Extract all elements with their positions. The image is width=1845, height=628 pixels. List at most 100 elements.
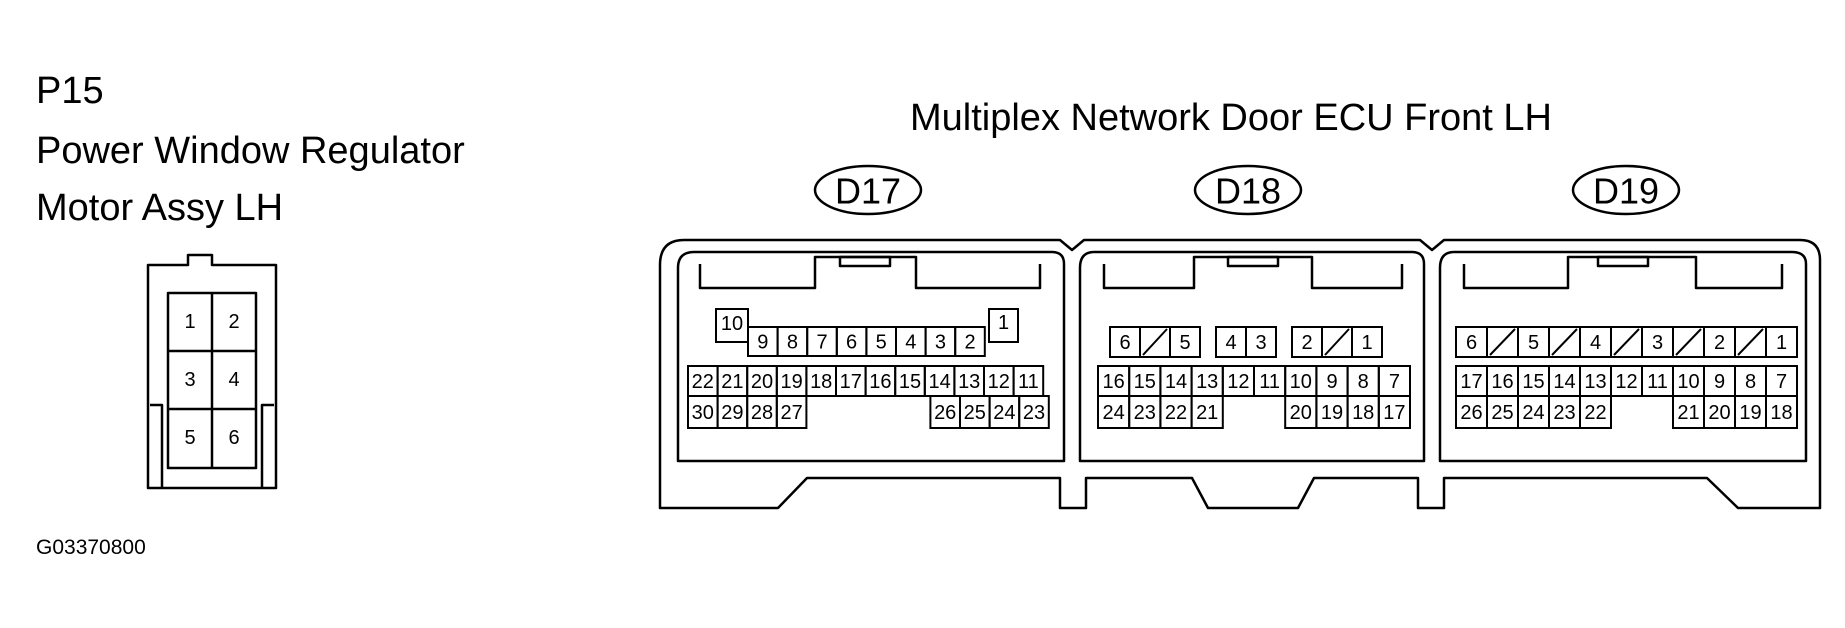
d18-row-a-pin-number: 1 [1361, 332, 1372, 354]
d19-row-c-cavity [1579, 395, 1612, 429]
ecu-connector-label: D19 [1593, 171, 1659, 212]
d18-row-a-pin-number: 2 [1301, 332, 1312, 354]
p15-name-line-1: Power Window Regulator [36, 130, 465, 172]
d19-row-b-pin-number: 16 [1491, 371, 1513, 393]
d17-row-c-cavity [1018, 395, 1050, 429]
d18-row-c-pin-number: 17 [1383, 402, 1405, 424]
d17-row-b-pin-number: 17 [840, 371, 862, 393]
d18-row-a-empty-slash [1324, 328, 1350, 356]
d18-row-a-cavity [1169, 326, 1201, 358]
d17-row-b-pin-number: 12 [988, 371, 1010, 393]
d18-row-c-pin-number: 21 [1196, 402, 1218, 424]
d19-row-b-pin-number: 17 [1460, 371, 1482, 393]
d19-row-b-pin-number: 12 [1615, 371, 1637, 393]
d19-row-c-cavity [1765, 395, 1798, 429]
d18-row-c-cavity [1377, 395, 1412, 429]
p15-name-line-2: Motor Assy LH [36, 187, 284, 229]
d18-row-c-pin-number: 22 [1165, 402, 1187, 424]
d19-row-a-pin-number: 4 [1590, 332, 1601, 354]
d17-row-a-pin-number: 5 [876, 332, 887, 354]
d18-row-b-pin-number: 11 [1259, 371, 1280, 393]
ecu-title: Multiplex Network Door ECU Front LH [910, 97, 1552, 139]
d19-row-a-pin-number: 6 [1466, 332, 1477, 354]
ecu-connector-label: D18 [1215, 171, 1281, 212]
d19-row-a-pin-number: 5 [1528, 332, 1539, 354]
ecu-housing [658, 238, 1822, 510]
d17-row-a-pin-number: 9 [757, 332, 768, 354]
d17-row-b-pin-number: 20 [751, 371, 773, 393]
d18-row-a-pin-number: 6 [1119, 332, 1130, 354]
d17-row-c-pin-number: 25 [964, 402, 986, 424]
d17-row-a-pin-number: 8 [787, 332, 798, 354]
d19-row-c-pin-number: 24 [1522, 402, 1544, 424]
d18-row-a-empty-slash [1142, 328, 1168, 356]
d19-row-a-cavity [1765, 326, 1798, 358]
p15-pin-number: 2 [228, 311, 239, 333]
d17-row-a-pin-number: 4 [905, 332, 916, 354]
d18-row-b-pin-number: 16 [1102, 371, 1124, 393]
d18-row-c-pin-number: 23 [1134, 402, 1156, 424]
d19-row-c-pin-number: 19 [1739, 402, 1761, 424]
d18-row-a-cavity [1245, 326, 1277, 358]
d19-row-c-pin-number: 22 [1584, 402, 1606, 424]
d18-row-b-pin-number: 7 [1389, 371, 1400, 393]
d17-pin-number: 10 [721, 313, 743, 335]
d18-row-b-pin-number: 15 [1134, 371, 1156, 393]
d19-row-b-pin-number: 13 [1584, 371, 1606, 393]
d19-row-a-empty-slash [1675, 328, 1702, 356]
d19-row-c-pin-number: 26 [1460, 402, 1482, 424]
d18-frame [1078, 250, 1426, 463]
d17-row-a-pin-number: 3 [935, 332, 946, 354]
d19-row-c-pin-number: 23 [1553, 402, 1575, 424]
d18-row-c-pin-number: 18 [1352, 402, 1374, 424]
d17-row-b-pin-number: 21 [721, 371, 743, 393]
d17-row-a-cavity [954, 326, 986, 357]
d19-row-a-empty-slash [1551, 328, 1578, 356]
d19-row-b-pin-number: 10 [1677, 371, 1699, 393]
d18-label-oval [1193, 164, 1303, 216]
d18-row-c-pin-number: 20 [1290, 402, 1312, 424]
d17-row-b-pin-number: 22 [692, 371, 714, 393]
p15-connector-housing [146, 253, 278, 490]
d18-row-c-pin-number: 24 [1102, 402, 1124, 424]
d19-row-a-pin-number: 3 [1652, 332, 1663, 354]
d19-row-a-empty-slash [1737, 328, 1764, 356]
p15-pin-number: 3 [184, 369, 195, 391]
d19-row-a-empty-slash [1613, 328, 1640, 356]
d18-row-c-cavity [1190, 395, 1224, 429]
d17-row-c-pin-number: 23 [1023, 402, 1045, 424]
d19-row-a-pin-number: 1 [1776, 332, 1787, 354]
d18-row-c-pin-number: 19 [1321, 402, 1343, 424]
d18-row-b-pin-number: 12 [1227, 371, 1249, 393]
d17-row-b-pin-number: 18 [810, 371, 832, 393]
d17-row-c-pin-number: 26 [934, 402, 956, 424]
d17-row-b-pin-number: 19 [780, 371, 802, 393]
d17-row-a-pin-number: 6 [846, 332, 857, 354]
d18-row-b-pin-number: 9 [1326, 371, 1337, 393]
d19-row-c-pin-number: 25 [1491, 402, 1513, 424]
d19-row-b-pin-number: 15 [1522, 371, 1544, 393]
figure-code: G03370800 [36, 536, 146, 559]
d19-row-b-pin-number: 11 [1647, 371, 1668, 393]
d18-row-b-pin-number: 14 [1165, 371, 1187, 393]
d18-row-a-pin-number: 4 [1225, 332, 1236, 354]
d19-row-a-pin-number: 2 [1714, 332, 1725, 354]
d19-frame [1438, 250, 1808, 463]
d18-row-a-pin-number: 3 [1255, 332, 1266, 354]
d19-row-b-pin-number: 14 [1553, 371, 1575, 393]
d17-row-c-pin-number: 27 [780, 402, 802, 424]
d17-row-b-pin-number: 13 [958, 371, 980, 393]
d17-row-a-pin-number: 2 [964, 332, 975, 354]
d19-label-oval [1571, 164, 1681, 216]
d17-row-c-cavity [775, 395, 808, 429]
d18-row-b-pin-number: 8 [1358, 371, 1369, 393]
d18-row-a-pin-number: 5 [1179, 332, 1190, 354]
p15-pin-number: 1 [184, 311, 195, 333]
d17-row-c-pin-number: 30 [692, 402, 714, 424]
d19-row-b-pin-number: 7 [1776, 371, 1787, 393]
d19-row-b-pin-number: 9 [1714, 371, 1725, 393]
d17-frame [676, 250, 1066, 463]
d17-row-b-pin-number: 16 [869, 371, 891, 393]
d17-top-left-cavity [715, 308, 749, 343]
